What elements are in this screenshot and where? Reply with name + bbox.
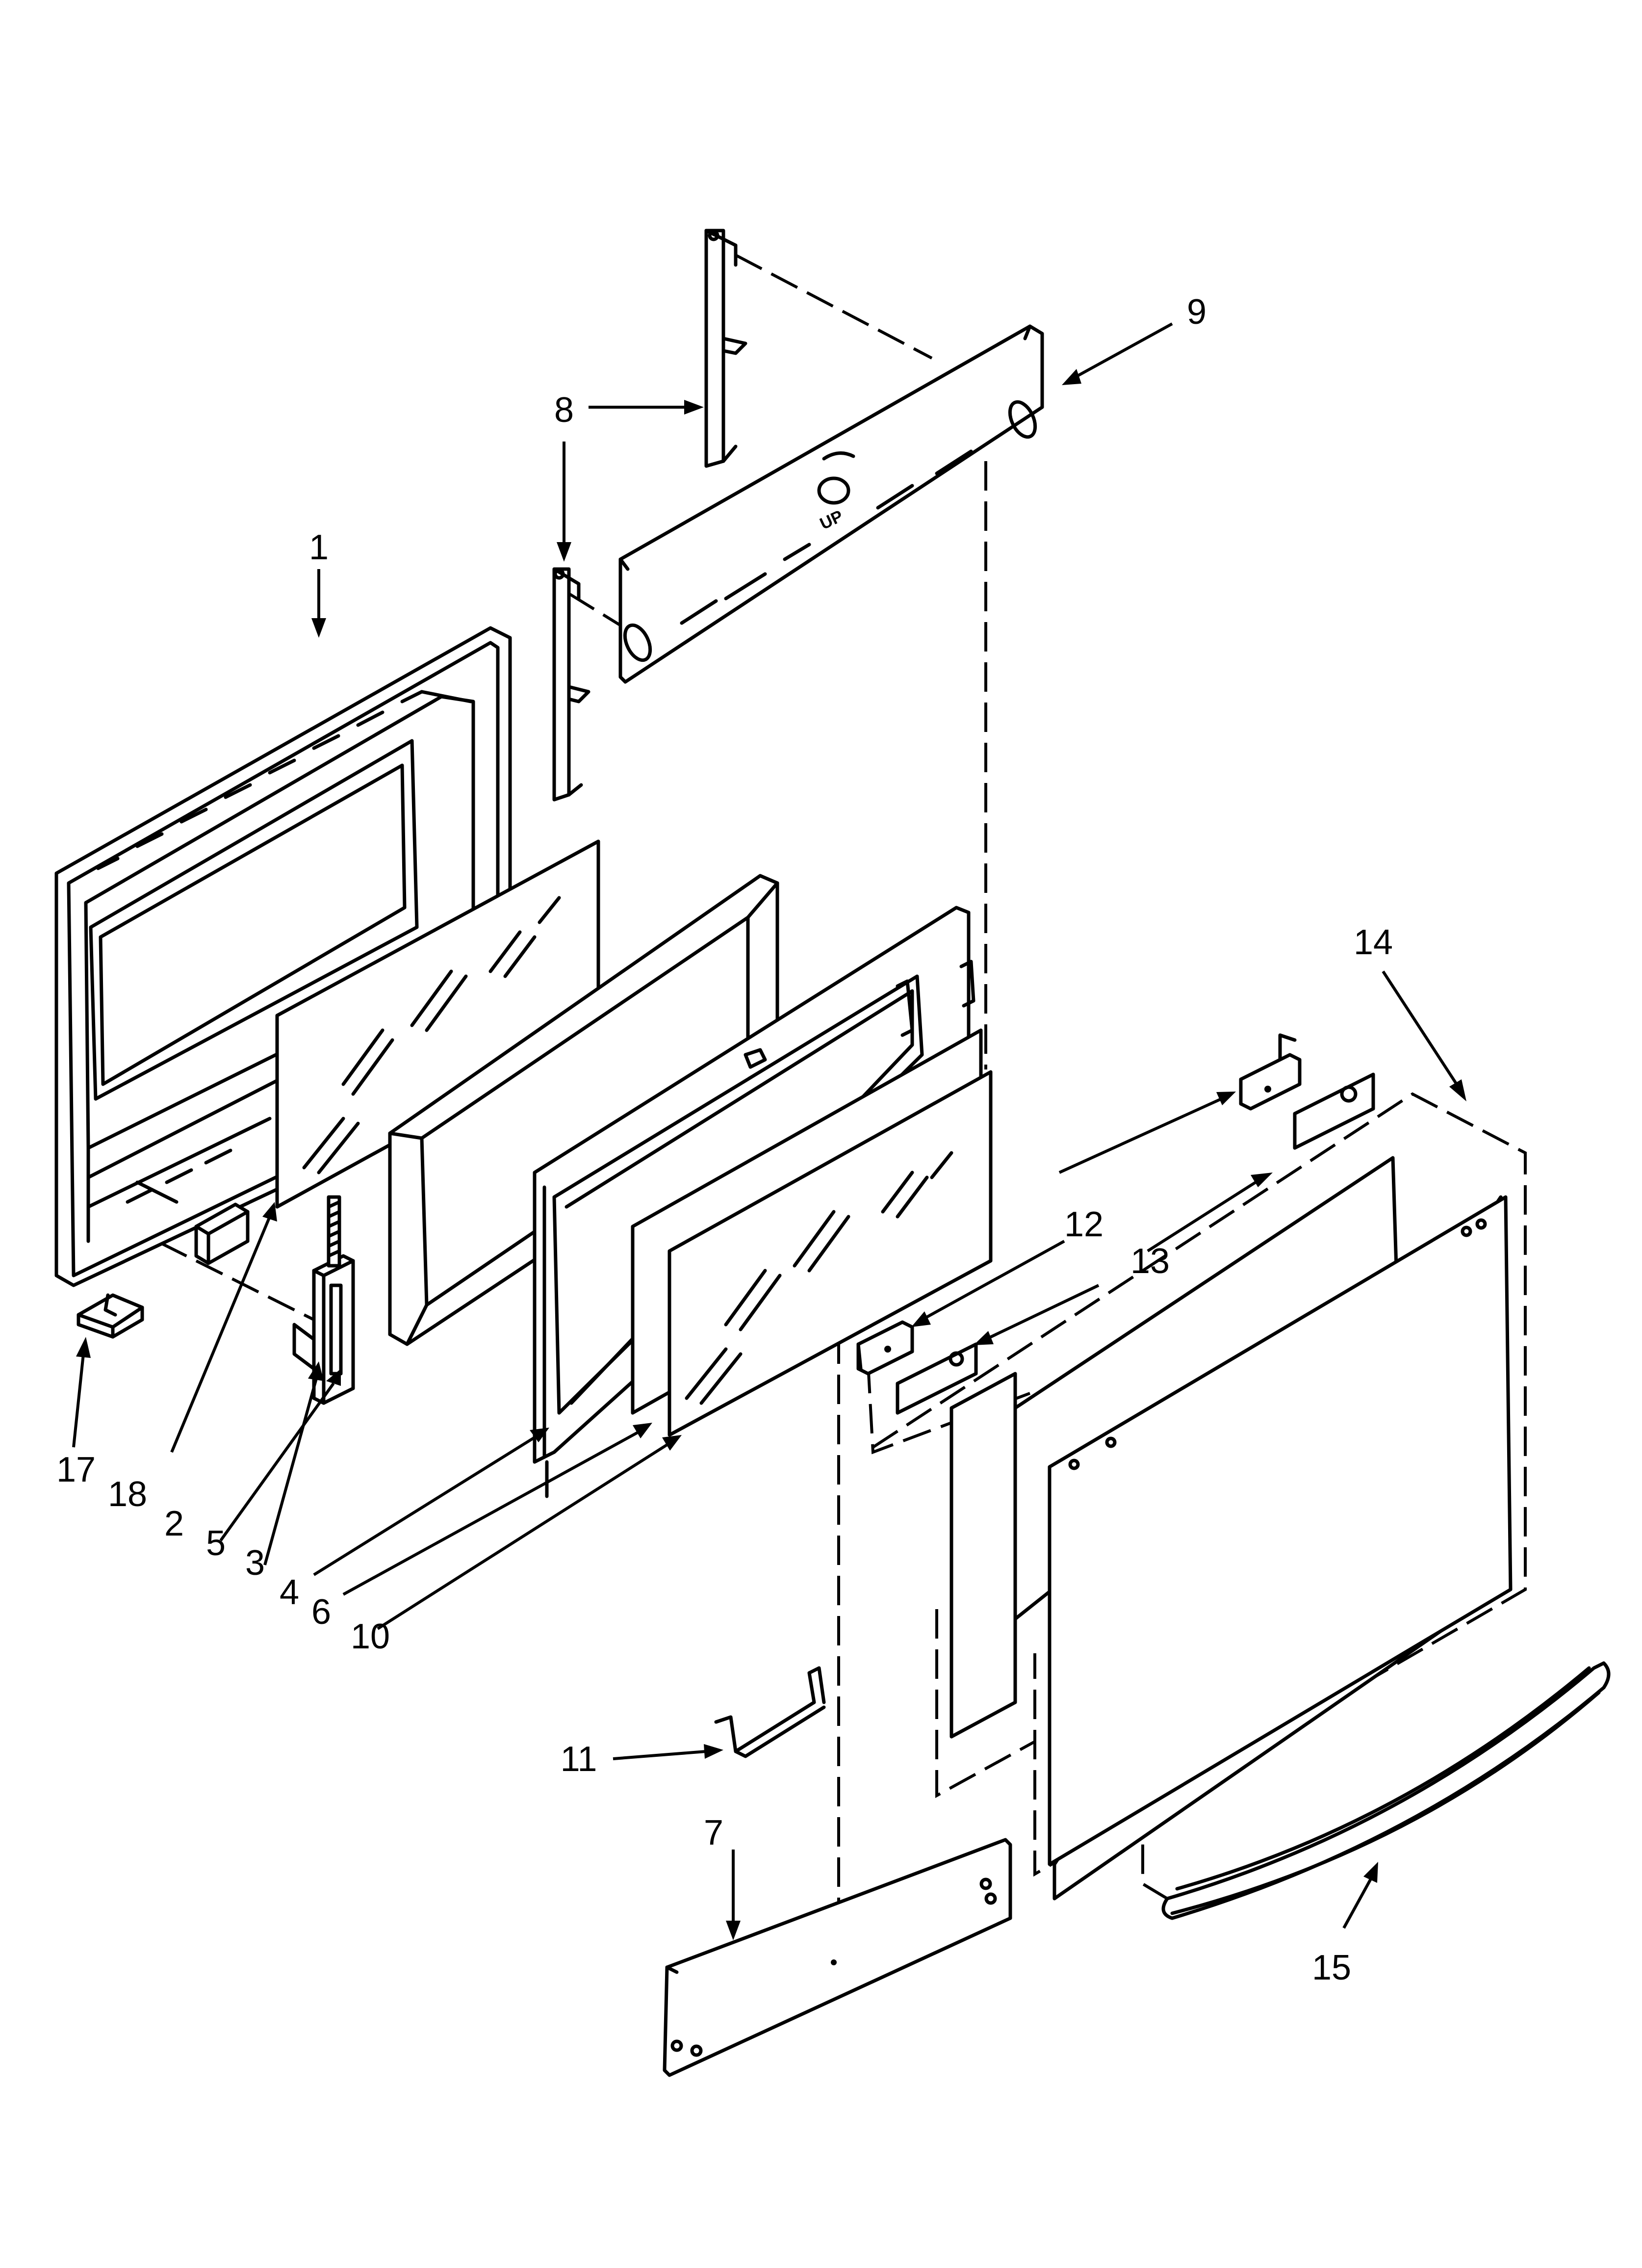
callout-5: 5 — [206, 1524, 226, 1563]
part-13-plate-left — [896, 1342, 978, 1415]
callout-11: 11 — [561, 1740, 597, 1779]
part-18-spacer-block — [194, 1202, 250, 1265]
callout-leaders — [72, 322, 1466, 1940]
callout-4: 4 — [280, 1573, 299, 1612]
part-17-clip — [77, 1293, 144, 1339]
callout-12: 12 — [1064, 1205, 1103, 1244]
part-12-hinge-bracket-right — [1239, 1033, 1302, 1111]
part-9-top-trim-panel: UP — [618, 324, 1044, 684]
callout-14: 14 — [1354, 923, 1393, 962]
callout-15: 15 — [1312, 1948, 1351, 1987]
callout-1: 1 — [309, 528, 329, 567]
part-11-handle-bracket — [714, 1666, 826, 1758]
part-15-door-handle — [1161, 1661, 1611, 1920]
callout-2: 2 — [164, 1504, 184, 1543]
part-8-bracket-lower — [552, 567, 590, 802]
callout-3: 3 — [245, 1543, 265, 1583]
callout-numbers: 1 2 3 4 5 6 7 8 9 10 11 12 13 14 15 17 1… — [56, 292, 1393, 1987]
callout-18: 18 — [108, 1475, 147, 1514]
callout-8: 8 — [554, 391, 574, 430]
part-13-plate-right — [1293, 1072, 1375, 1150]
part-12-hinge-bracket-left — [856, 1320, 914, 1376]
callout-6: 6 — [311, 1592, 331, 1632]
part-5-hinge — [292, 1195, 355, 1405]
callout-17: 17 — [56, 1450, 96, 1489]
part-14-outer-panel-assembly — [949, 1156, 1513, 1901]
callout-7: 7 — [704, 1813, 723, 1852]
callout-10: 10 — [351, 1617, 390, 1656]
callout-13: 13 — [1130, 1242, 1170, 1281]
part-8-bracket-upper — [704, 229, 747, 468]
part-10-outer-glass — [667, 1070, 993, 1437]
callout-9: 9 — [1187, 292, 1206, 332]
part-7-bottom-trim — [663, 1838, 1012, 2077]
